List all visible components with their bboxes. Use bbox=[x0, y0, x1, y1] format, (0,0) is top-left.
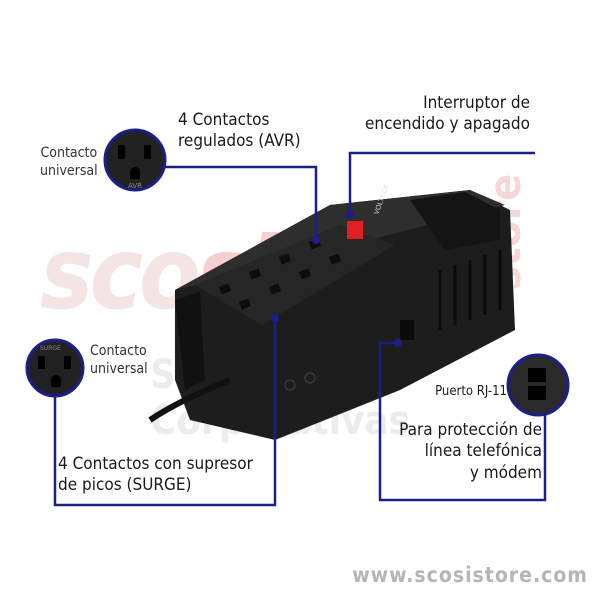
rj11-title-line: Para protección de bbox=[399, 420, 542, 440]
rj11-title-line: y módem bbox=[469, 462, 542, 483]
avr-title-line: 4 Contactos bbox=[178, 110, 270, 130]
label-line: universal bbox=[40, 162, 98, 179]
avr-socket-mark: AVR bbox=[128, 182, 142, 190]
switch-title-line: Interruptor de bbox=[423, 93, 530, 113]
rj11-port bbox=[400, 320, 414, 340]
watermark-brand-part: sco bbox=[40, 215, 201, 332]
callout-dots bbox=[271, 211, 402, 347]
power-switch bbox=[347, 221, 363, 239]
label-line: Contacto bbox=[40, 145, 98, 161]
avr-callout-title: 4 Contactos regulados (AVR) bbox=[178, 110, 301, 153]
footer-url: www.scosistore.com bbox=[352, 563, 588, 587]
surge-socket-mark: SURGE bbox=[40, 345, 61, 352]
avr-title-line: regulados (AVR) bbox=[178, 131, 301, 152]
rj11-port-label: Puerto RJ-11 bbox=[435, 384, 507, 399]
surge-title-line: de picos (SURGE) bbox=[58, 475, 192, 496]
switch-callout-title: Interruptor de encendido y apagado bbox=[365, 93, 530, 136]
voltage-regulator-device bbox=[148, 190, 515, 440]
rj11-callout-title: Para protección de línea telefónica y mó… bbox=[399, 420, 542, 484]
surge-title-line: 4 Contactos con supresor bbox=[58, 454, 253, 474]
callout-lines bbox=[53, 151, 547, 507]
avr-socket-icon bbox=[103, 128, 167, 192]
switch-title-line: encendido y apagado bbox=[364, 114, 530, 135]
rj11-title-line: línea telefónica bbox=[424, 441, 542, 462]
surge-callout-title: 4 Contactos con supresor de picos (SURGE… bbox=[58, 454, 253, 497]
rj11-port-icon bbox=[506, 353, 570, 417]
avr-socket-label: Contacto universal bbox=[40, 145, 98, 180]
surge-socket-label: Contacto universal bbox=[90, 343, 148, 378]
surge-socket-icon bbox=[25, 338, 85, 398]
label-line: universal bbox=[90, 360, 148, 377]
label-line: Contacto bbox=[90, 343, 147, 359]
power-cord bbox=[148, 377, 232, 423]
